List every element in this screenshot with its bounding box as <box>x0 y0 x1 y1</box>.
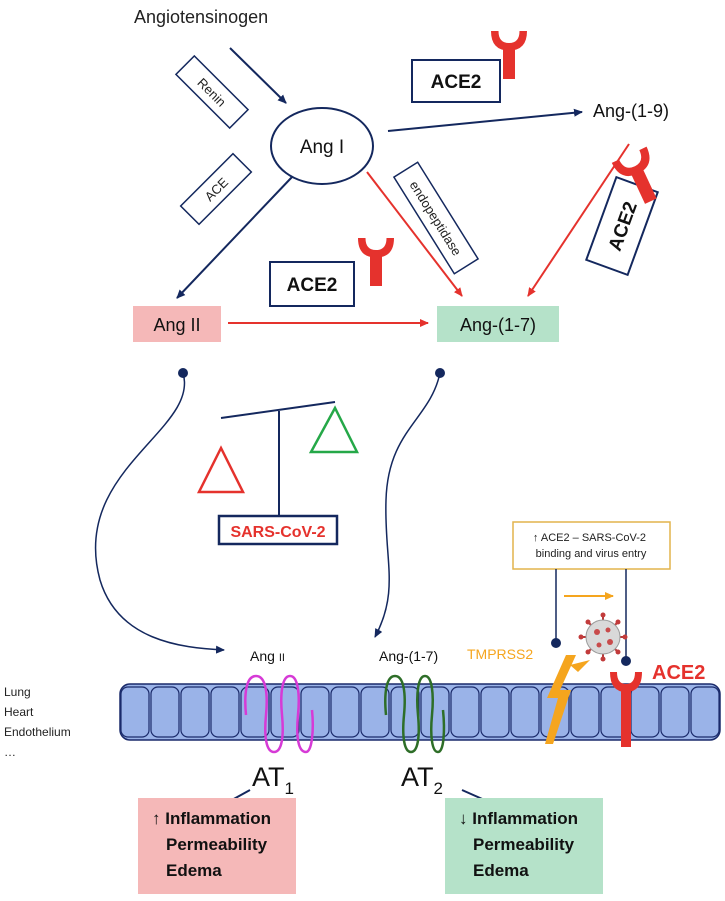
membrane-cell <box>240 686 270 738</box>
tissue-lung: Lung <box>4 685 31 699</box>
membrane-cell <box>180 686 210 738</box>
connector-ang2-to-membrane <box>94 372 225 654</box>
arrow-angiotensinogen-to-ang1 <box>229 47 287 104</box>
note-line-1: ↑ ACE2 – SARS-CoV-2 <box>533 532 646 544</box>
outcome-right-line3: Edema <box>473 861 529 880</box>
connector-ang17-to-membrane <box>374 372 441 638</box>
ang1-node <box>270 107 374 185</box>
ang2-node <box>133 306 221 342</box>
tissue-endothelium: Endothelium <box>4 725 71 739</box>
at2-label: AT2 <box>401 762 443 798</box>
at1-label: AT1 <box>252 762 294 798</box>
endopeptidase-box: endopeptidase <box>392 161 480 275</box>
tissue-more: … <box>4 745 16 759</box>
membrane-cell <box>690 686 720 738</box>
membrane-cell <box>360 686 390 738</box>
tissue-heart: Heart <box>4 705 34 719</box>
membrane-cell <box>510 686 540 738</box>
ace2-receptor-icon <box>610 672 642 747</box>
balance-scale: SARS-CoV-2 <box>196 401 360 546</box>
membrane-cell <box>330 686 360 738</box>
outcome-left-line3: Edema <box>166 861 222 880</box>
ang2-label: Ang II <box>153 315 200 335</box>
at1-receptor-coil <box>244 674 314 754</box>
membrane-cell <box>570 686 600 738</box>
ang17-label: Ang-(1-7) <box>460 315 536 335</box>
membrane-cell <box>450 686 480 738</box>
outcome-left-line2: Permeability <box>166 835 268 854</box>
outcome-right-line2: Permeability <box>473 835 575 854</box>
membrane-cell <box>150 686 180 738</box>
ang17-node <box>437 306 559 342</box>
sars-cov-2-label: SARS-CoV-2 <box>230 524 325 541</box>
outcome-left-line1: ↑ Inflammation <box>152 809 272 828</box>
ace2-label-middle: ACE2 <box>287 275 338 296</box>
note-line-2: binding and virus entry <box>536 548 647 560</box>
outcome-box-at2: ↓ Inflammation Permeability Edema <box>445 798 603 894</box>
balance-right-pan <box>308 405 360 454</box>
arrow-ang1-to-ang2 <box>176 176 293 299</box>
membrane-cell <box>630 686 660 738</box>
balance-left-pan <box>196 445 246 494</box>
ace-box: ACE <box>179 152 253 226</box>
tmprss2-bolt-icon <box>545 655 590 744</box>
ang19-label: Ang-(1-9) <box>593 101 669 121</box>
membrane-cell <box>420 686 450 738</box>
coronavirus-icon <box>578 612 628 662</box>
arrow-ang1-to-ang17 <box>366 171 463 297</box>
ace2-label-top: ACE2 <box>431 72 482 93</box>
binding-note: ↑ ACE2 – SARS-CoV-2 binding and virus en… <box>512 521 671 570</box>
membrane-cell <box>270 686 300 738</box>
ace2-membrane-label: ACE2 <box>652 662 705 684</box>
renin-box: Renin <box>174 54 250 130</box>
at2-receptor-coil <box>384 674 446 754</box>
membrane-cell <box>660 686 690 738</box>
ligand-ang17-label: Ang-(1-7) <box>379 648 438 664</box>
arrow-ang1-to-ang19 <box>387 108 583 132</box>
outcome-right-line1: ↓ Inflammation <box>459 809 579 828</box>
tmprss2-label: TMPRSS2 <box>467 646 533 662</box>
membrane-cell <box>480 686 510 738</box>
ace2-box-top: ACE2 <box>411 31 527 103</box>
outcome-box-at1: ↑ Inflammation Permeability Edema <box>138 798 296 894</box>
ace2-box-middle: ACE2 <box>269 238 394 307</box>
angiotensinogen-label: Angiotensinogen <box>134 7 268 27</box>
arrow-ang19-to-ang17 <box>527 143 630 297</box>
ang1-label: Ang I <box>300 137 344 158</box>
membrane-cell <box>300 686 330 738</box>
membrane-cell <box>120 686 150 738</box>
membrane-cell <box>210 686 240 738</box>
ace2-box-rotated: ACE2 <box>584 175 660 277</box>
ace2-receptor-icon <box>358 238 394 286</box>
note-text: ↑ ACE2 – SARS-CoV-2 binding and virus en… <box>533 532 649 560</box>
ligand-ang2-label: Ang II <box>250 648 285 664</box>
